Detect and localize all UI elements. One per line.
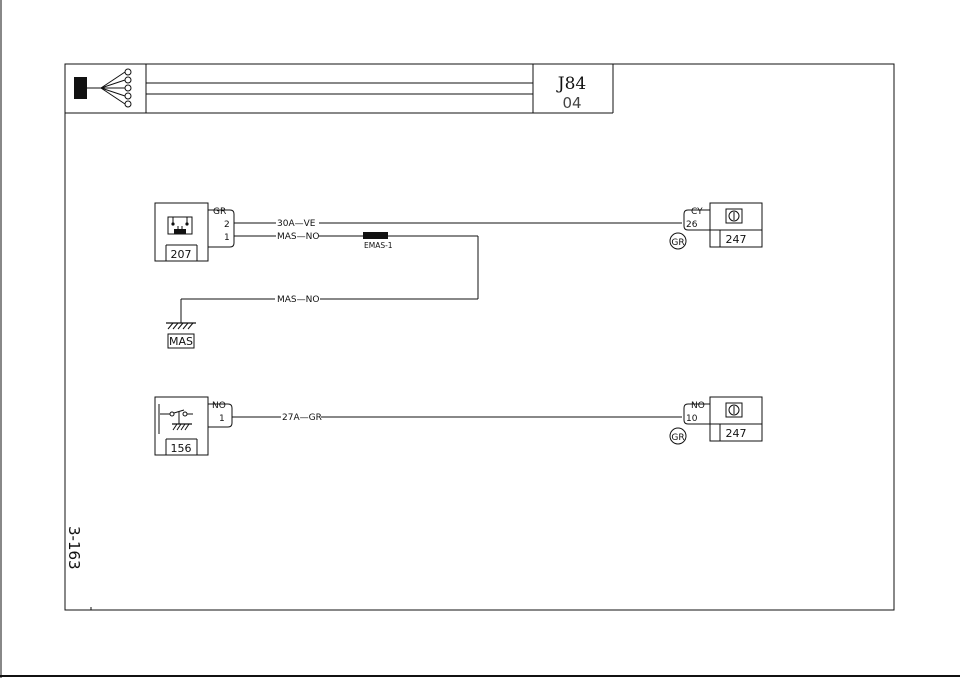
switch-component: 156 NO 1: [154, 396, 233, 456]
drawing-border: [64, 63, 895, 611]
relay-id: 207: [171, 248, 192, 261]
wire-27a: 27A—GR: [232, 413, 682, 423]
pressure-switch-icon: [158, 404, 193, 434]
switch-id: 156: [171, 442, 192, 455]
page-reference: 3-163: [65, 526, 83, 570]
wire-mas-1: MAS—NO: [234, 232, 479, 299]
wire-27a-label: 27A—GR: [282, 413, 322, 423]
module-top-ground-color: GR: [671, 238, 684, 248]
relay-icon: [167, 216, 193, 235]
wire-30a-label: 30A—VE: [277, 219, 316, 229]
module-top-id: 247: [726, 233, 747, 246]
module-bottom-id: 247: [726, 427, 747, 440]
switch-wire-color: NO: [212, 401, 226, 411]
module-top-pin: 26: [686, 220, 698, 230]
splice-emas: EMAS-1: [363, 232, 393, 250]
wire-mas-1-label: MAS—NO: [277, 232, 319, 242]
relay-pin-2: 2: [224, 220, 230, 230]
module-top-connector: CY: [691, 207, 703, 217]
relay-component: 207 GR 2 1: [154, 202, 235, 262]
module-bottom-pin: 10: [686, 414, 698, 424]
diagram-title: J84: [556, 74, 586, 94]
module-bottom-icon: [725, 402, 743, 418]
connector-logo-icon: [74, 68, 132, 108]
wire-mas-2: MAS—NO: [180, 295, 478, 323]
module-bottom-ground-color: GR: [671, 433, 684, 443]
switch-pin: 1: [219, 414, 225, 424]
ground-symbol: MAS: [166, 322, 196, 349]
wire-mas-2-label: MAS—NO: [277, 295, 319, 305]
module-bottom-connector: NO: [691, 401, 705, 411]
splice-label: EMAS-1: [364, 241, 393, 250]
diagram-subtitle: 04: [562, 94, 581, 112]
relay-wire-color: GR: [213, 207, 226, 217]
module-top-icon: [725, 208, 743, 224]
wire-30a: 30A—VE: [234, 219, 682, 229]
relay-pin-1: 1: [224, 233, 230, 243]
ground-label: MAS: [169, 335, 193, 348]
title-block: J84 04: [65, 64, 614, 114]
module-top: CY 26 247 GR: [669, 202, 763, 250]
module-bottom: NO 10 247 GR: [669, 396, 763, 445]
